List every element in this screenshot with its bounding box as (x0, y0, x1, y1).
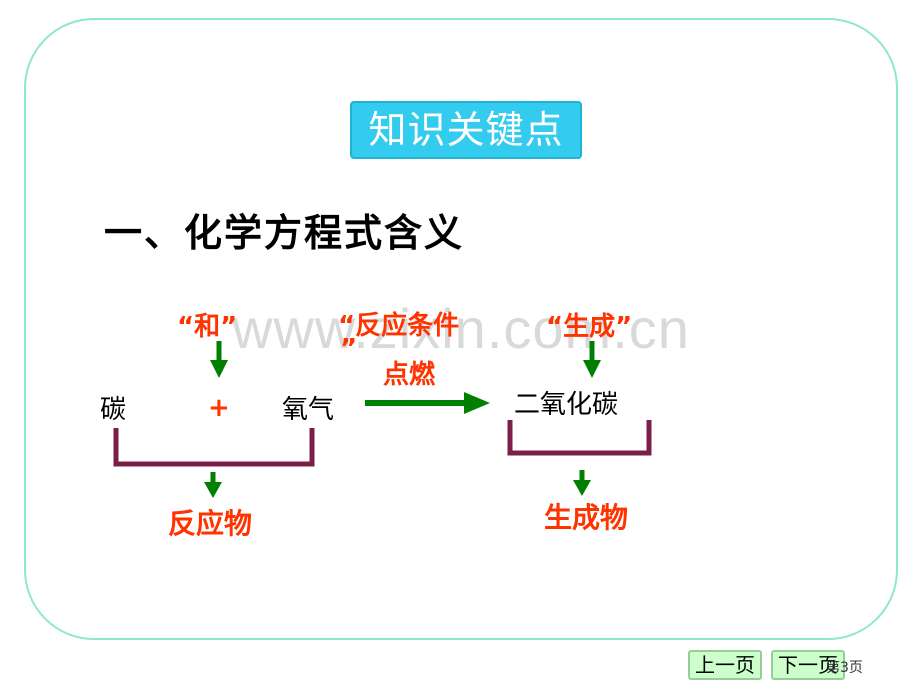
produce-label: “生成” (546, 312, 633, 342)
page-indicator: 第3页 (826, 660, 863, 676)
products-arrow-icon (573, 470, 591, 496)
and-label: “和” (177, 312, 238, 342)
condition-label-close: ” (340, 334, 358, 364)
and-arrow-icon (210, 341, 228, 378)
produce-arrow-icon (583, 341, 601, 378)
product-co2: 二氧化碳 (514, 390, 619, 420)
reactant-carbon: 碳 (100, 395, 127, 425)
next-page-button[interactable]: 下一页 (771, 650, 845, 680)
reactants-caption: 反应物 (168, 507, 253, 540)
plus-sign: + (208, 393, 230, 423)
products-caption: 生成物 (544, 501, 629, 534)
prev-page-button[interactable]: 上一页 (688, 650, 762, 680)
section-heading: 一、化学方程式含义 (104, 211, 465, 255)
ignite-label: 点燃 (383, 360, 436, 390)
reaction-arrow-icon (365, 392, 490, 414)
reactants-bracket (113, 428, 315, 467)
products-bracket (507, 420, 652, 456)
watermark: www.zixin.com.cn (232, 297, 690, 360)
title-badge: 知识关键点 (350, 101, 582, 159)
reactant-oxygen: 氧气 (282, 395, 335, 425)
condition-label: “反应条件 (338, 311, 460, 341)
reactants-arrow-icon (204, 472, 222, 498)
